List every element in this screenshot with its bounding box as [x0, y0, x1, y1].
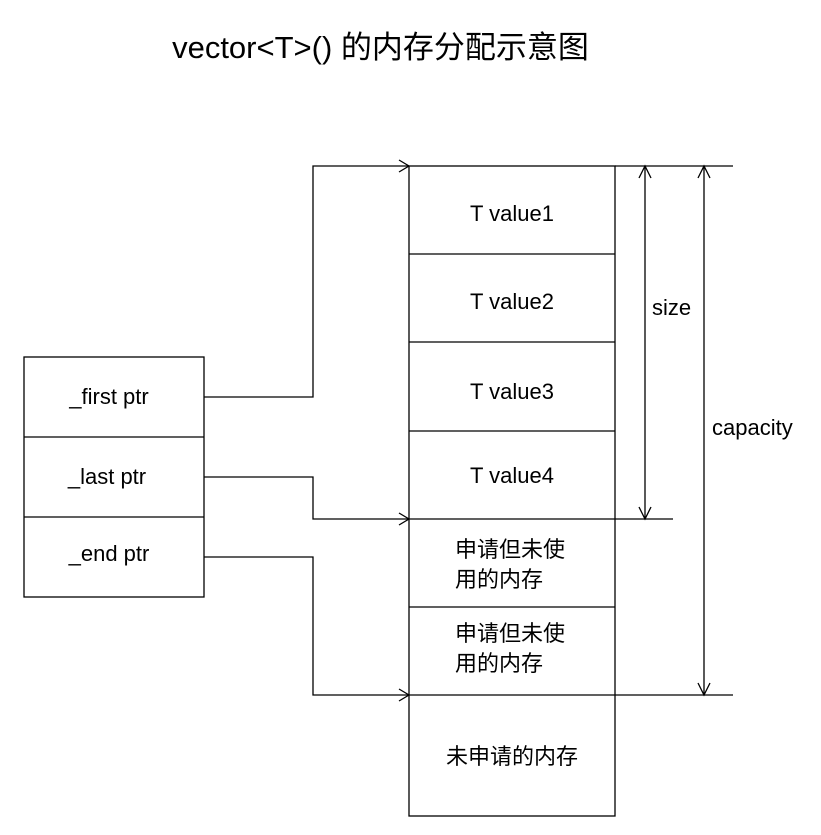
- memory-cell-unused-1-line2: 用的内存: [455, 568, 544, 593]
- capacity-arrowhead-down-icon: [697, 682, 711, 697]
- memory-cell-value2: T value2: [470, 289, 554, 314]
- end-ptr-arrowhead-icon: [398, 688, 411, 702]
- end-ptr-connector: [204, 556, 409, 696]
- capacity-label: capacity: [712, 415, 793, 440]
- memory-cell-value3: T value3: [470, 379, 554, 404]
- memory-cell-unallocated: 未申请的内存: [445, 745, 578, 770]
- pointer-label-end: _end ptr: [68, 541, 150, 566]
- memory-cell-unused-2: 申请但未使 用的内存: [455, 620, 565, 680]
- last-ptr-arrowhead-icon: [398, 512, 411, 526]
- first-ptr-arrowhead-icon: [398, 159, 411, 173]
- diagram-title-text: vector<T>() 的内存分配示意图: [172, 30, 589, 65]
- size-arrowhead-down-icon: [638, 506, 652, 521]
- capacity-arrowhead-up-icon: [697, 164, 711, 179]
- memory-cell-unused-1-line1: 申请但未使: [455, 538, 566, 563]
- size-label: size: [652, 295, 692, 320]
- memory-cell-unused-2-line1: 申请但未使: [455, 622, 566, 647]
- memory-cell-value4: T value4: [470, 463, 554, 488]
- diagram-title: vector<T>() 的内存分配示意图: [0, 22, 821, 67]
- pointer-label-last: _last ptr: [67, 464, 147, 489]
- last-ptr-connector: [204, 476, 409, 520]
- memory-cell-value1: T value1: [470, 201, 554, 226]
- memory-cell-unused-2-line2: 用的内存: [455, 652, 544, 677]
- size-arrowhead-up-icon: [638, 164, 652, 179]
- first-ptr-connector: [204, 165, 409, 398]
- memory-cell-unused-1: 申请但未使 用的内存: [455, 536, 565, 596]
- pointer-label-first: _first ptr: [69, 384, 149, 409]
- memory-column: [408, 165, 616, 817]
